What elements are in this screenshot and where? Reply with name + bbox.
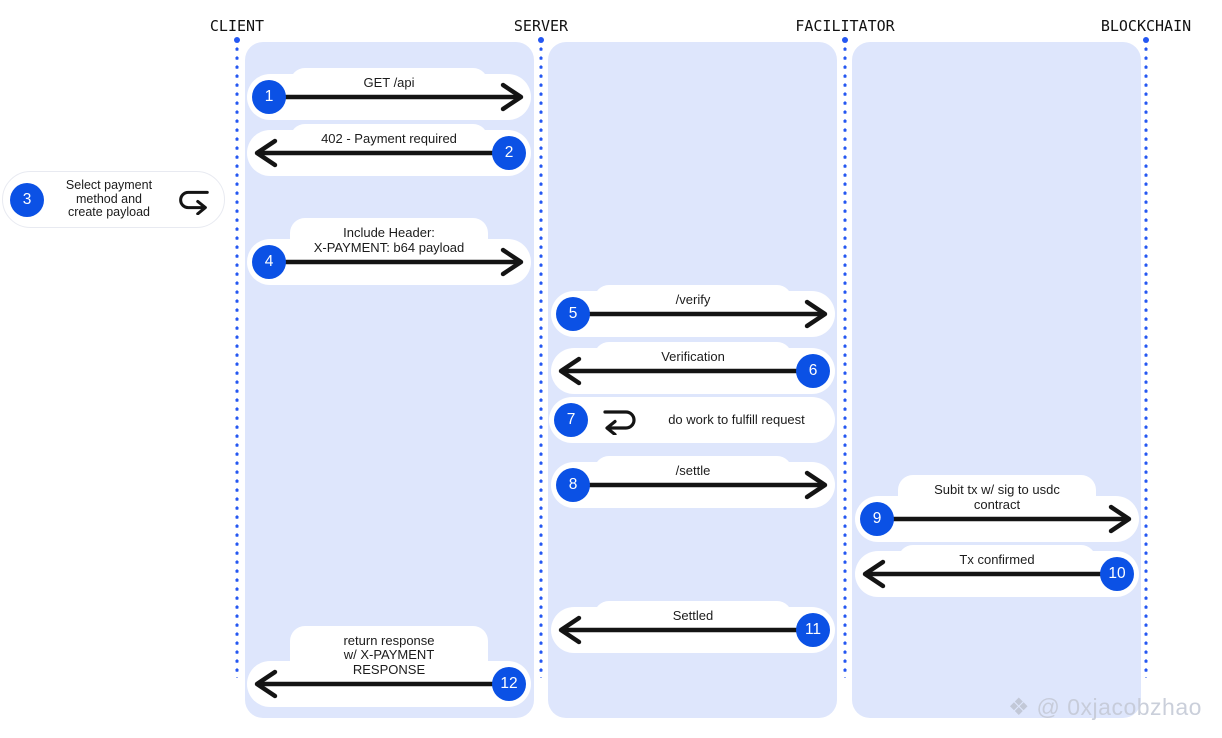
message-label: return response w/ X-PAYMENT RESPONSE	[290, 625, 488, 685]
arrow-right-icon	[268, 247, 524, 277]
message-7-do-work: 7 do work to fulfill request	[549, 397, 835, 443]
step-badge: 8	[556, 468, 590, 502]
message-1-get-api: GET /api 1	[247, 67, 531, 120]
message-12-return-response: return response w/ X-PAYMENT RESPONSE 12	[247, 625, 531, 707]
step-badge: 10	[1100, 557, 1134, 591]
step-badge: 11	[796, 613, 830, 647]
lifeline-facilitator	[843, 47, 847, 678]
lifeline-dot-server	[538, 37, 544, 43]
arrow-left-icon	[254, 138, 510, 168]
arrow-right-icon	[572, 470, 828, 500]
step-badge: 2	[492, 136, 526, 170]
message-label: Subit tx w/ sig to usdc contract	[898, 475, 1096, 520]
diamond-logo-icon: ❖	[1008, 693, 1030, 721]
message-6-verification: Verification 6	[551, 341, 835, 394]
message-label: Tx confirmed	[898, 544, 1096, 575]
lifeline-dot-client	[234, 37, 240, 43]
message-label: Select payment method and create payload	[65, 178, 153, 220]
lifeline-blockchain	[1144, 47, 1148, 678]
message-label: Include Header: X-PAYMENT: b64 payload	[290, 218, 488, 263]
lifeline-dot-facilitator	[842, 37, 848, 43]
watermark-text: @ 0xjacobzhao	[1036, 694, 1202, 720]
band-facilitator-blockchain	[852, 42, 1141, 718]
message-label: Verification	[594, 341, 792, 372]
step-badge: 4	[252, 245, 286, 279]
step-badge: 3	[10, 182, 44, 217]
arrow-left-icon	[254, 669, 510, 699]
message-label: GET /api	[290, 67, 488, 98]
self-loop-icon	[603, 410, 636, 435]
self-loop-icon	[179, 190, 209, 215]
lifeline-client	[235, 47, 239, 678]
step-badge: 6	[796, 354, 830, 388]
step-badge: 9	[860, 502, 894, 536]
lifeline-dot-blockchain	[1143, 37, 1149, 43]
step-badge: 7	[554, 403, 588, 437]
lane-header-client: CLIENT	[209, 17, 265, 35]
lane-header-server: SERVER	[513, 17, 569, 35]
arrow-left-icon	[558, 615, 814, 645]
message-4-include-header: Include Header: X-PAYMENT: b64 payload 4	[247, 218, 531, 285]
arrow-right-icon	[876, 504, 1132, 534]
arrow-right-icon	[572, 299, 828, 329]
lane-header-facilitator: FACILITATOR	[795, 17, 895, 35]
step-badge: 1	[252, 80, 286, 114]
message-label: do work to fulfill request	[668, 411, 805, 427]
message-label: Settled	[594, 600, 792, 631]
arrow-left-icon	[862, 559, 1118, 589]
lane-header-blockchain: BLOCKCHAIN	[1100, 17, 1192, 35]
step-badge: 12	[492, 667, 526, 701]
message-2-402-payment-required: 402 - Payment required 2	[247, 123, 531, 176]
message-11-settled: Settled 11	[551, 600, 835, 653]
watermark: ❖ @ 0xjacobzhao	[1008, 694, 1202, 721]
step-badge: 5	[556, 297, 590, 331]
arrow-left-icon	[558, 356, 814, 386]
message-8-settle: /settle 8	[551, 455, 835, 508]
message-9-submit-tx: Subit tx w/ sig to usdc contract 9	[855, 475, 1139, 542]
message-5-verify: /verify 5	[551, 284, 835, 337]
arrow-right-icon	[268, 82, 524, 112]
message-10-tx-confirmed: Tx confirmed 10	[855, 544, 1139, 597]
lifeline-server	[539, 47, 543, 678]
message-label: /settle	[594, 455, 792, 486]
message-3-select-payment: 3 Select payment method and create paylo…	[2, 171, 225, 228]
message-label: /verify	[594, 284, 792, 315]
message-label: 402 - Payment required	[290, 123, 488, 154]
